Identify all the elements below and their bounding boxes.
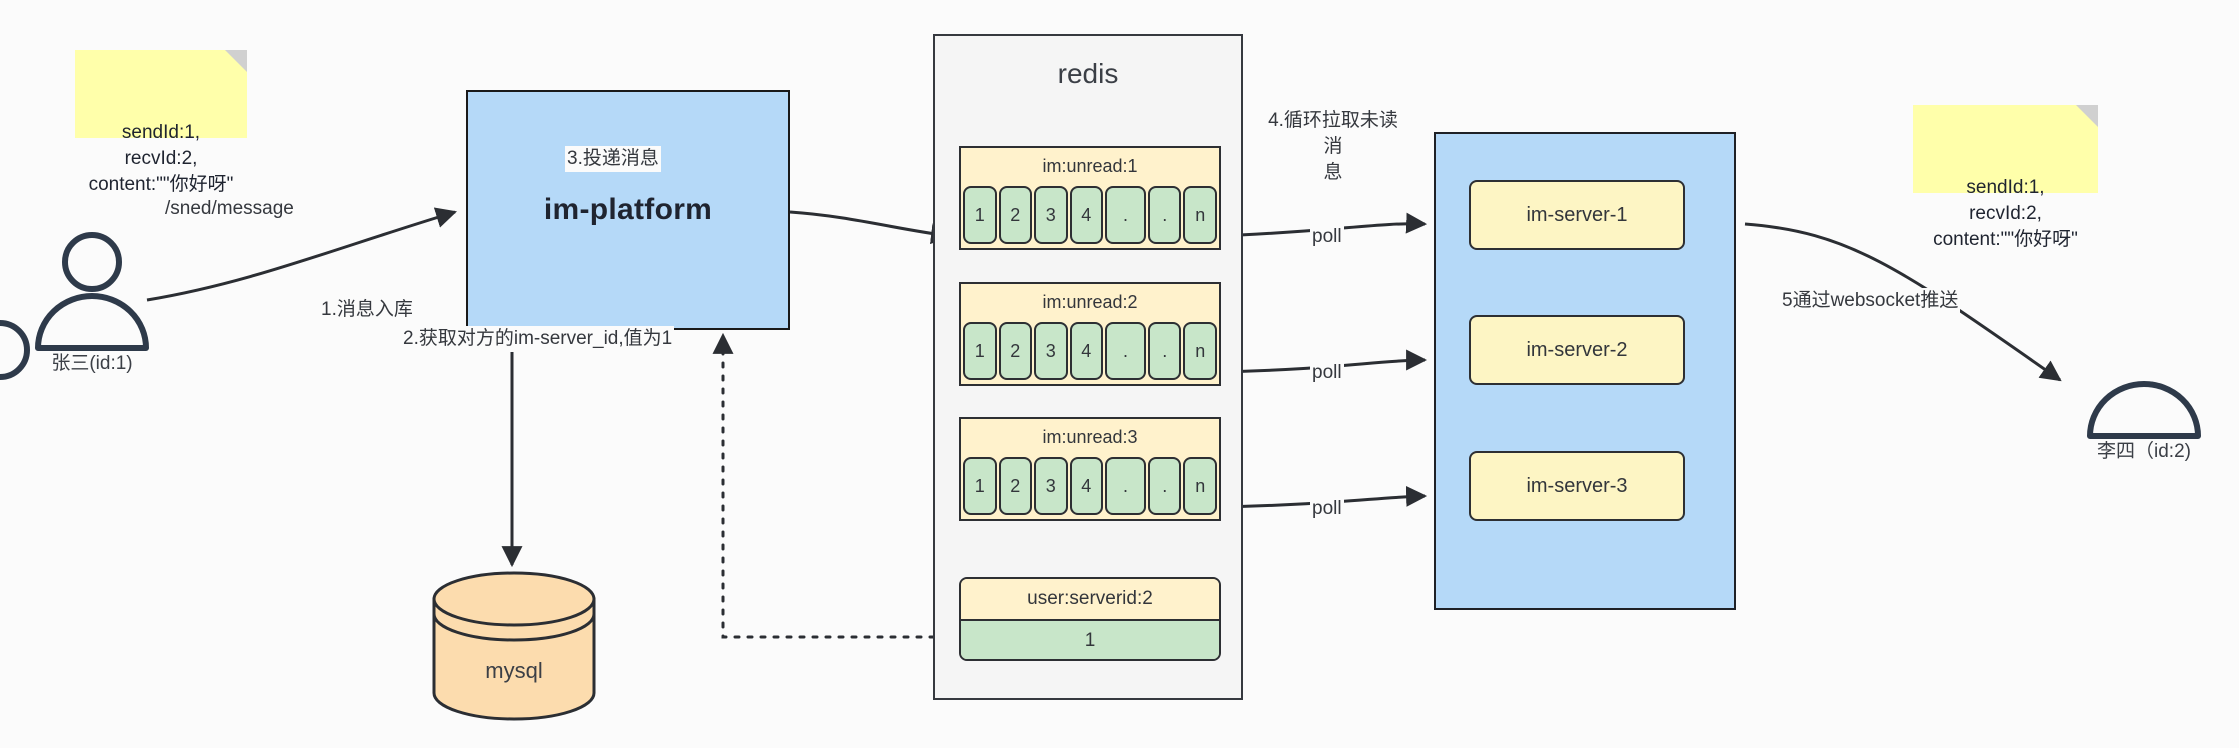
queue-cell[interactable]: 3 — [1034, 186, 1068, 244]
actor-sender: 张三(id:1) — [2, 230, 182, 380]
edge-serverid-to-platform — [712, 332, 962, 639]
redis-queue-1-cells: 1 2 3 4 . . n — [963, 322, 1217, 380]
edge-label-send-message: /sned/message — [163, 196, 296, 222]
im-platform-box[interactable]: im-platform — [466, 90, 790, 330]
redis-queue-2-key: im:unread:3 — [1042, 427, 1138, 447]
queue-cell[interactable]: 2 — [998, 457, 1033, 515]
redis-container: redis im:unread:1 1 2 3 4 . . n im:unrea… — [933, 34, 1243, 700]
im-platform-label: im-platform — [543, 193, 713, 226]
redis-queue-0[interactable]: im:unread:1 1 2 3 4 . . n — [959, 146, 1221, 250]
redis-queue-0-key: im:unread:1 — [1042, 156, 1138, 176]
im-server-cluster: im-server-1 im-server-2 im-server-3 — [1434, 132, 1736, 610]
edge-label-poll-2: poll — [1310, 360, 1344, 386]
edge-platform-to-redis — [789, 210, 953, 245]
queue-cell[interactable]: 4 — [1069, 322, 1104, 380]
queue-cell[interactable]: 4 — [1069, 186, 1104, 244]
queue-cell[interactable]: 3 — [1034, 457, 1068, 515]
mysql-node: mysql — [434, 570, 594, 720]
queue-cell[interactable]: . — [1147, 457, 1182, 515]
queue-cell[interactable]: 2 — [998, 186, 1033, 244]
edge-sender-to-platform — [146, 207, 458, 302]
queue-cell[interactable]: 1 — [963, 186, 997, 244]
redis-queue-1-key: im:unread:2 — [1042, 292, 1138, 312]
redis-title: redis — [1057, 58, 1119, 89]
mysql-label: mysql — [485, 658, 543, 683]
queue-cell[interactable]: . — [1147, 186, 1182, 244]
redis-queue-0-cells: 1 2 3 4 . . n — [963, 186, 1217, 244]
edge-label-poll-1: poll — [1310, 224, 1344, 250]
queue-cell[interactable]: 1 — [963, 322, 997, 380]
edge-label-step5: 5通过websocket推送 — [1780, 288, 1961, 314]
redis-queue-2[interactable]: im:unread:3 1 2 3 4 . . n — [959, 417, 1221, 521]
queue-cell[interactable]: n — [1183, 322, 1217, 380]
queue-cell[interactable]: 2 — [998, 322, 1033, 380]
queue-cell[interactable]: . — [1105, 186, 1146, 244]
queue-cell[interactable]: 3 — [1034, 322, 1068, 380]
edge-label-step1: 1.消息入库 — [319, 297, 415, 323]
sticky-note-right: sendId:1, recvId:2, content:""你好呀" — [1913, 105, 2098, 250]
im-server-2-box[interactable]: im-server-2 — [1469, 315, 1685, 385]
sticky-note-left: sendId:1, recvId:2, content:""你好呀" — [75, 50, 247, 195]
im-server-1-label: im-server-1 — [1526, 203, 1628, 226]
redis-kv-key: user:serverid:2 — [961, 579, 1219, 619]
note-fold-icon — [2076, 105, 2098, 127]
queue-cell[interactable]: . — [1105, 457, 1146, 515]
redis-kv-value: 1 — [961, 619, 1219, 659]
redis-queue-2-cells: 1 2 3 4 . . n — [963, 457, 1217, 515]
queue-cell[interactable]: 1 — [963, 457, 997, 515]
note-fold-icon — [225, 50, 247, 72]
queue-cell[interactable]: . — [1147, 322, 1182, 380]
queue-cell[interactable]: . — [1105, 322, 1146, 380]
redis-queue-1[interactable]: im:unread:2 1 2 3 4 . . n — [959, 282, 1221, 386]
redis-kv-user-serverid[interactable]: user:serverid:2 1 — [959, 577, 1221, 661]
im-server-3-box[interactable]: im-server-3 — [1469, 451, 1685, 521]
im-server-1-box[interactable]: im-server-1 — [1469, 180, 1685, 250]
queue-cell[interactable]: n — [1183, 457, 1217, 515]
sticky-note-right-text: sendId:1, recvId:2, content:""你好呀" — [1933, 177, 2078, 250]
edge-label-step4: 4.循环拉取未读消 息 — [1262, 108, 1404, 186]
edge-label-step2: 2.获取对方的im-server_id,值为1 — [401, 326, 675, 352]
actor-sender-label: 张三(id:1) — [51, 353, 133, 374]
actor-receiver: 李四（id:2) — [2054, 318, 2234, 468]
edge-label-poll-3: poll — [1310, 496, 1344, 522]
actor-receiver-label: 李四（id:2) — [2097, 441, 2191, 462]
im-server-3-label: im-server-3 — [1526, 474, 1628, 497]
queue-cell[interactable]: 4 — [1069, 457, 1104, 515]
sticky-note-left-text: sendId:1, recvId:2, content:""你好呀" — [88, 122, 234, 195]
queue-cell[interactable]: n — [1183, 186, 1217, 244]
edge-label-step3: 3.投递消息 — [565, 146, 661, 172]
im-server-2-label: im-server-2 — [1526, 338, 1628, 361]
